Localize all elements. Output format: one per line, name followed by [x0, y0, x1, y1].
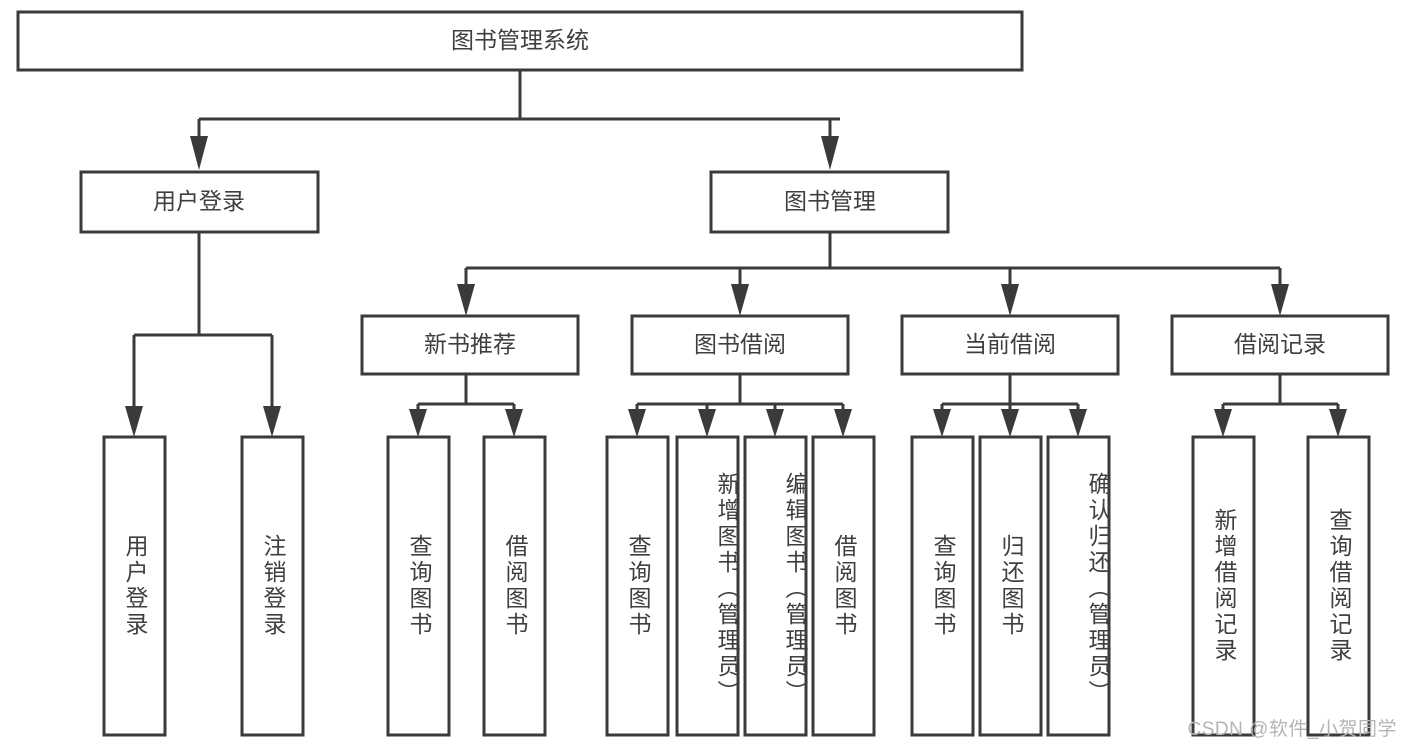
node-box-borrow-record[interactable] [1170, 314, 1390, 376]
connector-book-manage-to-level2 [457, 232, 1289, 316]
arrowhead-leaf-new-book-2 [505, 409, 523, 437]
leaf-box-book-borrow-2[interactable] [675, 435, 740, 737]
arrowhead-leaf-new-book-1 [409, 409, 427, 437]
node-label-current-borrow: 当前借阅 [964, 331, 1056, 357]
leaf-box-current-borrow-3[interactable] [1046, 435, 1111, 737]
leaf-box-user-login-2[interactable] [240, 435, 305, 737]
arrowhead-leaf-book-borrow-2 [698, 409, 716, 437]
leaf-box-book-borrow-1[interactable] [605, 435, 670, 737]
arrowhead-leaf-book-borrow-1 [628, 409, 646, 437]
arrowhead-leaf-book-borrow-3 [766, 409, 784, 437]
node-box-root[interactable] [16, 10, 1024, 72]
arrowhead-leaf-user-login-2 [263, 406, 281, 437]
leaf-box-new-book-2[interactable] [482, 435, 547, 737]
arrowhead-leaf-current-borrow-1 [933, 409, 951, 437]
leaf-box-user-login-1[interactable] [102, 435, 167, 737]
node-box-new-book-recommend[interactable] [360, 314, 580, 376]
arrowhead-user-login [190, 136, 208, 170]
connector-user-login-to-leaves [125, 232, 281, 437]
arrowhead-leaf-book-borrow-4 [834, 409, 852, 437]
arrowhead-leaf-current-borrow-2 [1001, 409, 1019, 437]
node-label-new-book-recommend: 新书推荐 [424, 331, 516, 357]
connector-new-book-to-leaves [409, 374, 523, 437]
leaf-box-current-borrow-2[interactable] [978, 435, 1043, 737]
arrowhead-book-manage [821, 136, 839, 170]
node-label-user-login: 用户登录 [153, 188, 245, 214]
leaf-box-borrow-record-2[interactable] [1306, 435, 1371, 737]
node-label-book-borrow: 图书借阅 [694, 331, 786, 357]
arrowhead-leaf-borrow-record-1 [1214, 409, 1232, 437]
arrowhead-current-borrow [1001, 284, 1019, 316]
leaf-box-new-book-1[interactable] [386, 435, 451, 737]
csdn-watermark: CSDN @软件_小贺同学 [1187, 719, 1397, 740]
node-label-book-manage: 图书管理 [784, 188, 876, 214]
node-box-current-borrow[interactable] [900, 314, 1120, 376]
arrowhead-new-book [457, 284, 475, 316]
connector-current-borrow-to-leaves [933, 374, 1087, 437]
leaf-box-current-borrow-1[interactable] [910, 435, 975, 737]
connector-borrow-record-to-leaves [1214, 374, 1347, 437]
node-box-book-borrow[interactable] [630, 314, 850, 376]
connector-book-borrow-to-leaves [628, 374, 852, 437]
leaf-box-book-borrow-4[interactable] [811, 435, 876, 737]
arrowhead-book-borrow [731, 284, 749, 316]
leaf-box-book-borrow-3[interactable] [743, 435, 808, 737]
arrowhead-leaf-user-login-1 [125, 406, 143, 437]
node-box-book-manage[interactable] [709, 170, 950, 234]
node-label-root: 图书管理系统 [451, 27, 589, 53]
node-label-borrow-record: 借阅记录 [1234, 331, 1326, 357]
arrowhead-leaf-borrow-record-2 [1329, 409, 1347, 437]
arrowhead-borrow-record [1271, 284, 1289, 316]
arrowhead-leaf-current-borrow-3 [1069, 409, 1087, 437]
connector-root-to-level1 [190, 70, 840, 170]
node-box-user-login[interactable] [79, 170, 320, 234]
leaf-box-borrow-record-1[interactable] [1191, 435, 1256, 737]
